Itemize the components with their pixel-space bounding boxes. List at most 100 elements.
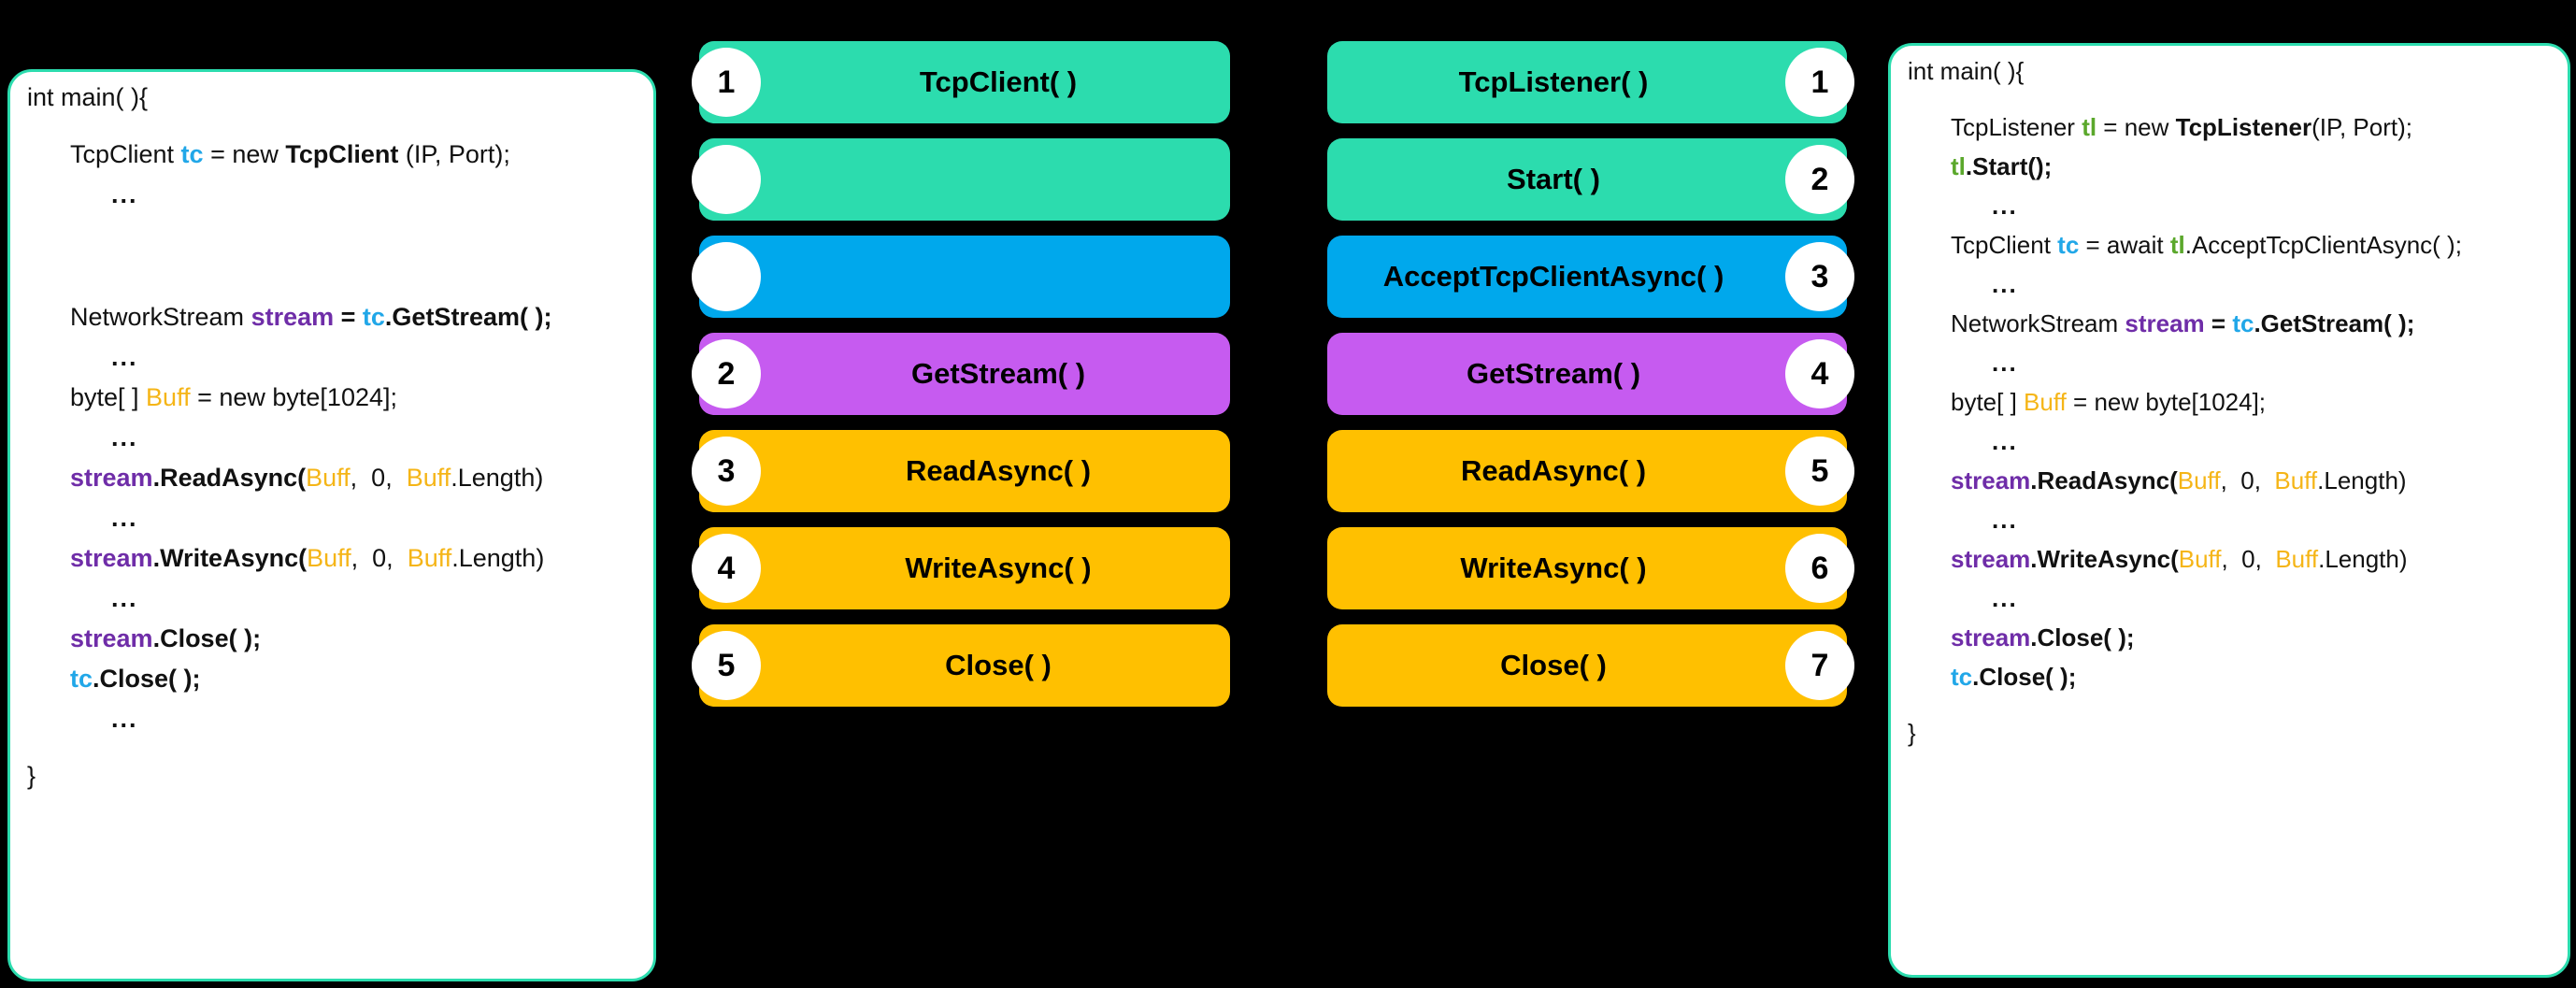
step-label: AcceptTcpClientAsync( ) [1382, 260, 1724, 293]
client-code-body: int main( ){ TcpClient tc = new TcpClien… [10, 72, 653, 789]
code-line-ellipsis: ... [1908, 272, 2551, 296]
code-token-var: Buff [2178, 545, 2222, 573]
code-token-var: stream [70, 624, 153, 652]
step-number: 4 [1810, 355, 1829, 392]
code-token-var: tc [70, 665, 93, 693]
code-line: tl.Start(); [1908, 154, 2551, 179]
code-token-var: tc [1951, 663, 1973, 691]
code-token-method: .Close( ); [152, 624, 262, 652]
step-number-badge: 3 [1785, 242, 1854, 311]
server-step-3[interactable]: AcceptTcpClientAsync( ) 3 [1327, 236, 1854, 318]
code-token: ... [111, 343, 138, 371]
server-step-2[interactable]: Start( ) 2 [1327, 138, 1854, 221]
code-token: ... [111, 180, 138, 208]
code-token-type: TcpClient [285, 140, 399, 168]
code-line: TcpClient tc = new TcpClient (IP, Port); [27, 142, 637, 167]
server-step-1[interactable]: TcpListener( ) 1 [1327, 41, 1854, 123]
step-label: GetStream( ) [1466, 357, 1641, 390]
step-number-badge: 3 [692, 437, 761, 506]
step-number: 5 [717, 647, 736, 683]
code-line-ellipsis: ... [27, 707, 637, 732]
code-token: int main( ){ [1908, 57, 2025, 85]
code-token-var: Buff [407, 544, 452, 572]
code-line: stream.ReadAsync(Buff, 0, Buff.Length) [1908, 468, 2551, 493]
code-token: (IP, Port); [2311, 113, 2412, 141]
code-line: } [1908, 721, 2551, 745]
step-number-badge [692, 145, 761, 214]
code-token: ... [1992, 584, 2018, 612]
code-token-var: Buff [307, 544, 351, 572]
code-token: ... [1992, 192, 2018, 220]
step-number-badge: 2 [1785, 145, 1854, 214]
client-step-7[interactable]: 5 Close( ) [692, 624, 1230, 707]
code-token: .Length) [2317, 466, 2407, 494]
code-token-var: tl [1951, 152, 1966, 180]
code-token-method: .GetStream( ); [2254, 309, 2415, 337]
step-number: 3 [717, 452, 736, 489]
step-number-badge: 2 [692, 339, 761, 408]
client-step-3[interactable] [692, 236, 1230, 318]
step-label: ReadAsync( ) [905, 454, 1092, 487]
server-step-6[interactable]: WriteAsync( ) 6 [1327, 527, 1854, 609]
code-token: NetworkStream [70, 303, 251, 331]
step-label: Close( ) [945, 649, 1052, 681]
code-token: .Length) [2318, 545, 2408, 573]
code-line-ellipsis: ... [1908, 508, 2551, 532]
code-token-var: stream [1951, 623, 2031, 652]
code-token-method: .AcceptTcpClientAsync( ); [2184, 231, 2462, 259]
step-number: 4 [717, 550, 736, 586]
step-number: 7 [1810, 647, 1829, 683]
code-line-ellipsis: ... [1908, 586, 2551, 610]
step-label: ReadAsync( ) [1460, 454, 1647, 487]
code-token-method: .Close( ); [93, 665, 201, 693]
code-token: TcpClient [1951, 231, 2058, 259]
step-number: 2 [1810, 161, 1829, 197]
client-step-list: 1 TcpClient( ) 2 GetStream( ) 3 ReadAsyn… [692, 41, 1230, 722]
code-token-var: tc [180, 140, 204, 168]
code-token: = new byte[1024]; [190, 383, 397, 411]
code-line: stream.ReadAsync(Buff, 0, Buff.Length) [27, 465, 637, 491]
code-token-method: .WriteAsync( [2030, 545, 2179, 573]
code-token: NetworkStream [1951, 309, 2125, 337]
code-token-var: Buff [2275, 545, 2319, 573]
code-token-method: .WriteAsync( [152, 544, 308, 572]
server-step-7[interactable]: Close( ) 7 [1327, 624, 1854, 707]
code-line-ellipsis: ... [1908, 351, 2551, 375]
client-step-4[interactable]: 2 GetStream( ) [692, 333, 1230, 415]
server-step-4[interactable]: GetStream( ) 4 [1327, 333, 1854, 415]
code-token-var: Buff [146, 383, 191, 411]
code-token-var: stream [70, 464, 153, 492]
code-token-var: stream [1951, 466, 2031, 494]
code-line: byte[ ] Buff = new byte[1024]; [27, 385, 637, 410]
code-line: int main( ){ [27, 85, 637, 110]
client-step-6[interactable]: 4 WriteAsync( ) [692, 527, 1230, 609]
code-line: tc.Close( ); [1908, 665, 2551, 689]
step-number-badge: 5 [1785, 437, 1854, 506]
code-token-var: tl [2169, 231, 2185, 259]
code-token-var: Buff [2177, 466, 2221, 494]
code-token: ... [111, 423, 138, 451]
code-token-method: .Start(); [1965, 152, 2053, 180]
client-step-2[interactable] [692, 138, 1230, 221]
code-token: .Length) [451, 544, 545, 572]
step-number: 2 [717, 355, 736, 392]
step-number: 5 [1810, 452, 1829, 489]
server-step-5[interactable]: ReadAsync( ) 5 [1327, 430, 1854, 512]
code-line-ellipsis: ... [27, 425, 637, 451]
code-line-ellipsis: ... [27, 506, 637, 531]
code-line: NetworkStream stream = tc.GetStream( ); [1908, 311, 2551, 336]
client-code-panel: int main( ){ TcpClient tc = new TcpClien… [7, 69, 656, 981]
step-number-badge: 1 [692, 48, 761, 117]
code-token-var: Buff [2274, 466, 2318, 494]
code-token: ... [111, 705, 138, 733]
code-token: byte[ ] [70, 383, 147, 411]
code-token-var: stream [2125, 309, 2205, 337]
client-step-1[interactable]: 1 TcpClient( ) [692, 41, 1230, 123]
code-line: stream.WriteAsync(Buff, 0, Buff.Length) [27, 546, 637, 571]
code-token-var: stream [1951, 545, 2031, 573]
code-line: stream.Close( ); [27, 626, 637, 652]
code-token-var: Buff [306, 464, 351, 492]
code-token: int main( ){ [27, 83, 149, 111]
client-step-5[interactable]: 3 ReadAsync( ) [692, 430, 1230, 512]
